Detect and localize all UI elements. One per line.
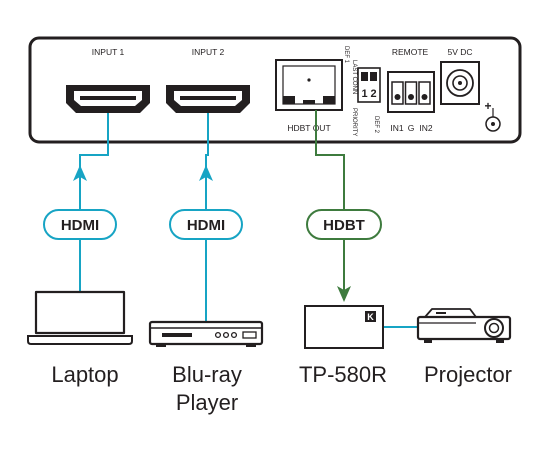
cable-label-hdbt: HDBT bbox=[306, 209, 382, 240]
dip-def1-label: DEF 1 bbox=[343, 46, 349, 64]
dip-switch-2: 2 bbox=[370, 88, 376, 100]
bluray-label-line2: Player bbox=[176, 390, 238, 415]
remote-terminal-block[interactable] bbox=[387, 71, 435, 113]
polarity-symbol-icon bbox=[485, 108, 501, 132]
dc-power-jack-icon[interactable] bbox=[440, 61, 480, 105]
bluray-player-icon bbox=[148, 320, 264, 347]
laptop-label: Laptop bbox=[51, 362, 118, 387]
cable-label-hdmi-1: HDMI bbox=[43, 209, 117, 240]
input2-label: INPUT 2 bbox=[192, 47, 225, 57]
svg-text:HDMI: HDMI bbox=[187, 217, 225, 234]
svg-text:HDBT: HDBT bbox=[323, 217, 365, 234]
kramer-logo-mark: K bbox=[367, 312, 374, 322]
input1-label: INPUT 1 bbox=[92, 47, 125, 57]
power-label: 5V DC bbox=[447, 47, 472, 57]
rj45-port-icon[interactable] bbox=[275, 59, 343, 111]
cable-label-hdmi-2: HDMI bbox=[169, 209, 243, 240]
remote-pin-in1: IN1 bbox=[390, 123, 404, 133]
dip-switch-1: 1 bbox=[361, 88, 367, 100]
laptop-icon bbox=[27, 290, 133, 345]
remote-pin-in2: IN2 bbox=[419, 123, 433, 133]
hdbt-out-label: HDBT OUT bbox=[287, 123, 330, 133]
remote-label: REMOTE bbox=[392, 47, 429, 57]
projector-icon bbox=[416, 308, 512, 343]
dip-def2-label: DEF 2 bbox=[373, 116, 379, 134]
remote-pin-g: G bbox=[408, 123, 415, 133]
svg-text:HDMI: HDMI bbox=[61, 217, 99, 234]
projector-label: Projector bbox=[424, 362, 512, 387]
dip-switch[interactable]: DEF 1 LAST CONN PRIORITY DEF 2 1 2 bbox=[343, 46, 381, 136]
hdmi-port-icon[interactable] bbox=[166, 85, 250, 113]
device-rear-panel: INPUT 1 INPUT 2 HDBT OUT DEF 1 LAST CONN bbox=[28, 36, 522, 144]
bluray-label-line1: Blu-ray bbox=[172, 362, 242, 387]
dip-last-conn-label: LAST CONN bbox=[351, 60, 357, 94]
dip-priority-label: PRIORITY bbox=[351, 108, 357, 136]
receiver-label: TP-580R bbox=[299, 362, 387, 387]
receiver-box-icon: K bbox=[304, 305, 384, 349]
hdmi-port-icon[interactable] bbox=[66, 85, 150, 113]
polarity-plus-label: + bbox=[484, 99, 491, 113]
